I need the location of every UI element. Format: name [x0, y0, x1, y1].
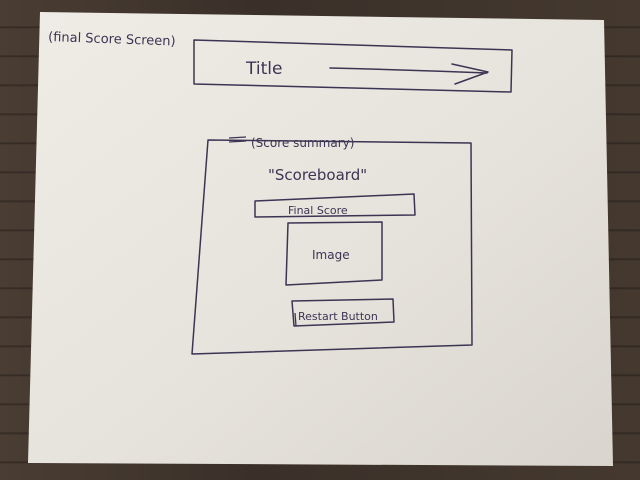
panel-heading: (Score summary) — [251, 136, 354, 150]
image-placeholder: Image — [285, 221, 383, 286]
score-summary-panel: (Score summary) "Scoreboard" Final Score… — [191, 136, 473, 355]
title-label: Title — [245, 59, 282, 79]
scoreboard-label: "Scoreboard" — [268, 166, 367, 184]
restart-button[interactable]: Restart Button — [291, 298, 395, 327]
screen-label: (final Score Screen) — [48, 30, 176, 49]
strikethrough-scribble-icon — [228, 136, 247, 143]
final-score-field: Final Score — [254, 193, 416, 218]
final-score-label: Final Score — [288, 204, 348, 217]
title-bar: Title — [193, 39, 513, 93]
image-label: Image — [312, 248, 350, 262]
arrow-icon — [329, 63, 489, 85]
paper-sheet — [28, 12, 613, 466]
restart-button-label: Restart Button — [298, 310, 378, 323]
